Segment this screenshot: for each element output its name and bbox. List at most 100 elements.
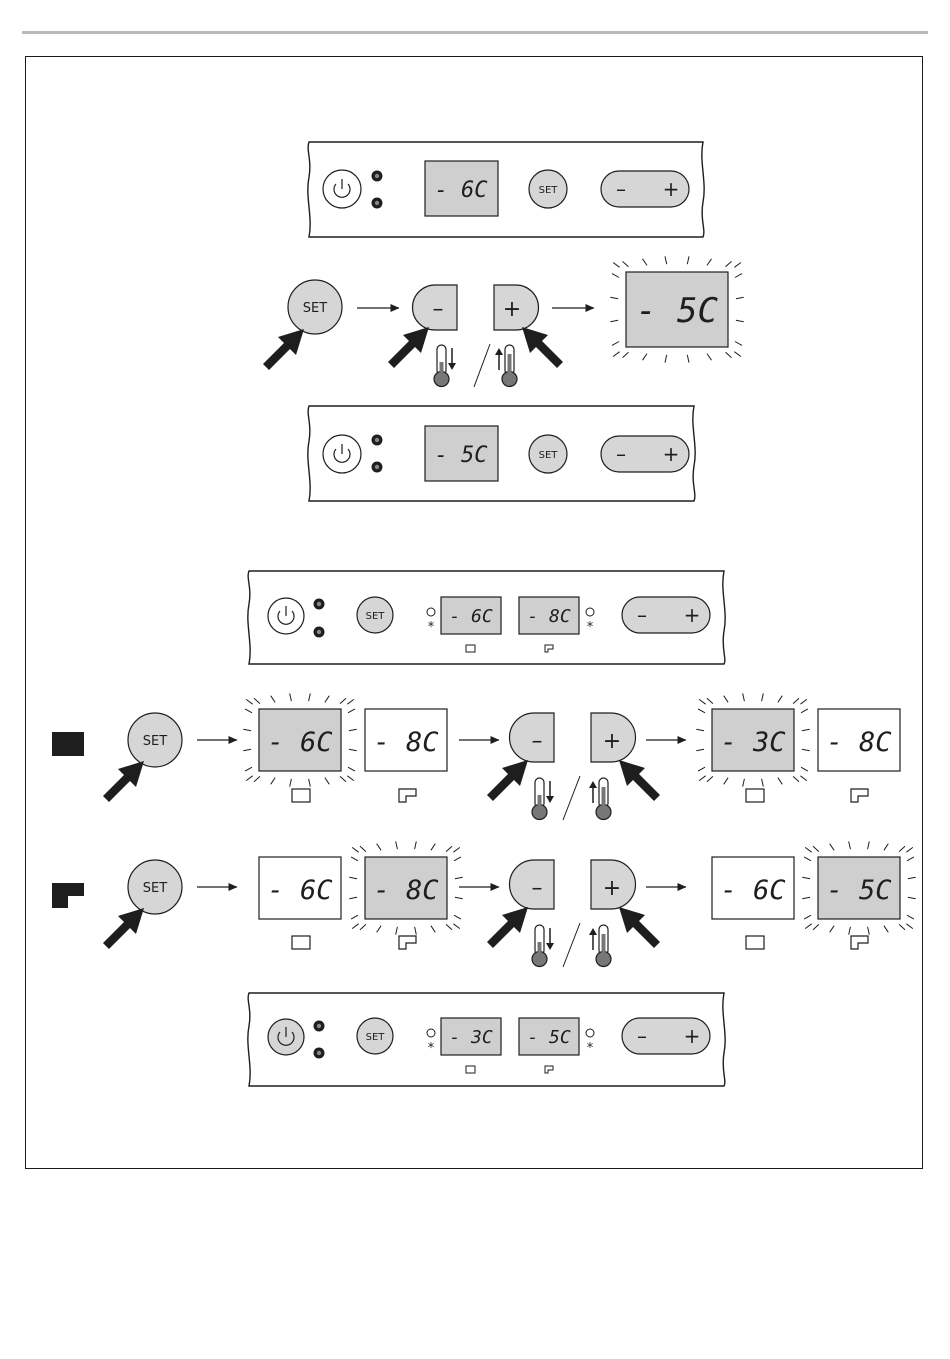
- blink-ray: [907, 857, 914, 861]
- freezer-display: - 8C: [519, 597, 579, 634]
- minus-button[interactable]: –: [509, 713, 554, 762]
- blink-ray: [830, 844, 834, 851]
- minus-label: –: [532, 729, 543, 754]
- minus-plus-button[interactable]: – +: [622, 1018, 710, 1054]
- set-button[interactable]: SET: [357, 597, 393, 633]
- set-button-label: SET: [366, 1032, 386, 1043]
- blink-ray: [352, 924, 358, 929]
- minus-label: –: [532, 876, 543, 901]
- blink-ray: [613, 263, 620, 268]
- set-button-label: SET: [143, 881, 167, 896]
- blink-ray: [736, 297, 744, 299]
- blink-ray: [724, 778, 728, 785]
- blink-ray: [348, 767, 355, 771]
- fridge-compartment-icon: [466, 1066, 475, 1073]
- freezer-compartment-icon: [52, 883, 84, 908]
- plus-label: +: [684, 1024, 701, 1048]
- minus-button[interactable]: –: [413, 285, 458, 330]
- blink-ray: [908, 897, 916, 899]
- minus-plus-button[interactable]: – +: [601, 171, 689, 207]
- temperature-display: - 6C: [425, 161, 498, 216]
- blink-ray: [726, 352, 732, 357]
- single-panel-before: - 6C SET – +: [308, 142, 704, 237]
- fridge-compartment-icon: [292, 789, 310, 802]
- power-button[interactable]: [323, 435, 361, 473]
- plus-label: +: [603, 729, 621, 754]
- blink-ray: [707, 354, 712, 361]
- snowflake-icon: *: [428, 1041, 435, 1056]
- blink-ray: [665, 355, 667, 363]
- minus-plus-button[interactable]: – +: [601, 436, 689, 472]
- power-button[interactable]: [268, 598, 304, 634]
- fridge-indicator: *: [427, 1029, 435, 1056]
- set-button[interactable]: SET: [357, 1018, 393, 1054]
- dual-step-fridge: SET - 6C - 8C – +: [52, 693, 900, 820]
- blink-ray: [802, 729, 810, 731]
- set-button[interactable]: SET: [529, 170, 567, 208]
- minus-label: –: [637, 1024, 647, 1048]
- freezer-reading: - 5C: [527, 1027, 571, 1048]
- power-button[interactable]: [268, 1019, 304, 1055]
- set-button-label: SET: [539, 185, 559, 196]
- blink-ray: [396, 841, 398, 849]
- blink-ray: [325, 778, 329, 785]
- blink-ray: [793, 698, 799, 703]
- blink-ray: [348, 709, 355, 713]
- blink-ray: [699, 699, 705, 704]
- blink-ray: [906, 847, 912, 852]
- fridge-reading: - 6C: [267, 727, 332, 758]
- blink-ray: [899, 846, 905, 851]
- set-button[interactable]: SET: [288, 280, 342, 334]
- fridge-display: - 6C: [441, 597, 501, 634]
- press-arrow: [263, 329, 304, 370]
- blink-ray: [454, 857, 461, 861]
- dual-panel-after: SET * - 3C - 5C * – +: [248, 993, 725, 1086]
- freezer-reading: - 8C: [527, 606, 571, 627]
- blink-ray: [699, 776, 705, 781]
- set-button[interactable]: SET: [128, 713, 182, 767]
- temperature-display: - 5C: [425, 426, 498, 481]
- blink-ray: [623, 352, 629, 357]
- blink-ray: [687, 355, 689, 363]
- fridge-reading: - 6C: [720, 875, 785, 906]
- press-arrow: [522, 327, 563, 368]
- blink-ray: [360, 846, 366, 851]
- press-arrow: [103, 908, 144, 949]
- plus-button[interactable]: +: [494, 285, 539, 330]
- plus-button[interactable]: +: [591, 860, 635, 909]
- blink-ray: [830, 926, 834, 933]
- thermometer-up-icon: [589, 925, 611, 967]
- blink-ray: [309, 779, 311, 787]
- blink-ray: [290, 779, 292, 787]
- set-button[interactable]: SET: [128, 860, 182, 914]
- minus-plus-button[interactable]: – +: [622, 597, 710, 633]
- blink-ray: [610, 297, 618, 299]
- power-button[interactable]: [323, 170, 361, 208]
- plus-button[interactable]: +: [591, 713, 635, 762]
- plus-label: +: [684, 603, 701, 627]
- blink-ray: [340, 698, 346, 703]
- blink-ray: [735, 342, 742, 346]
- set-button-label: SET: [303, 301, 327, 316]
- blink-ray: [899, 924, 905, 929]
- blink-ray: [762, 779, 764, 787]
- blink-ray: [340, 776, 346, 781]
- press-arrow: [619, 760, 660, 801]
- freezer-indicator: *: [586, 1029, 594, 1056]
- blink-ray: [906, 924, 912, 929]
- freezer-compartment-icon: [851, 936, 868, 949]
- blink-ray: [687, 256, 689, 264]
- minus-button[interactable]: –: [509, 860, 554, 909]
- blink-ray: [431, 844, 435, 851]
- thermometer-down-icon: [532, 925, 554, 967]
- blink-ray: [734, 352, 741, 357]
- blink-ray: [698, 709, 705, 713]
- blink-ray: [455, 877, 463, 879]
- blinking-fridge-display: - 6C: [243, 693, 356, 786]
- freezer-display: - 5C: [519, 1018, 579, 1055]
- set-button[interactable]: SET: [529, 435, 567, 473]
- single-step: SET – +: [263, 256, 744, 387]
- blink-ray: [805, 924, 811, 929]
- blink-ray: [793, 776, 799, 781]
